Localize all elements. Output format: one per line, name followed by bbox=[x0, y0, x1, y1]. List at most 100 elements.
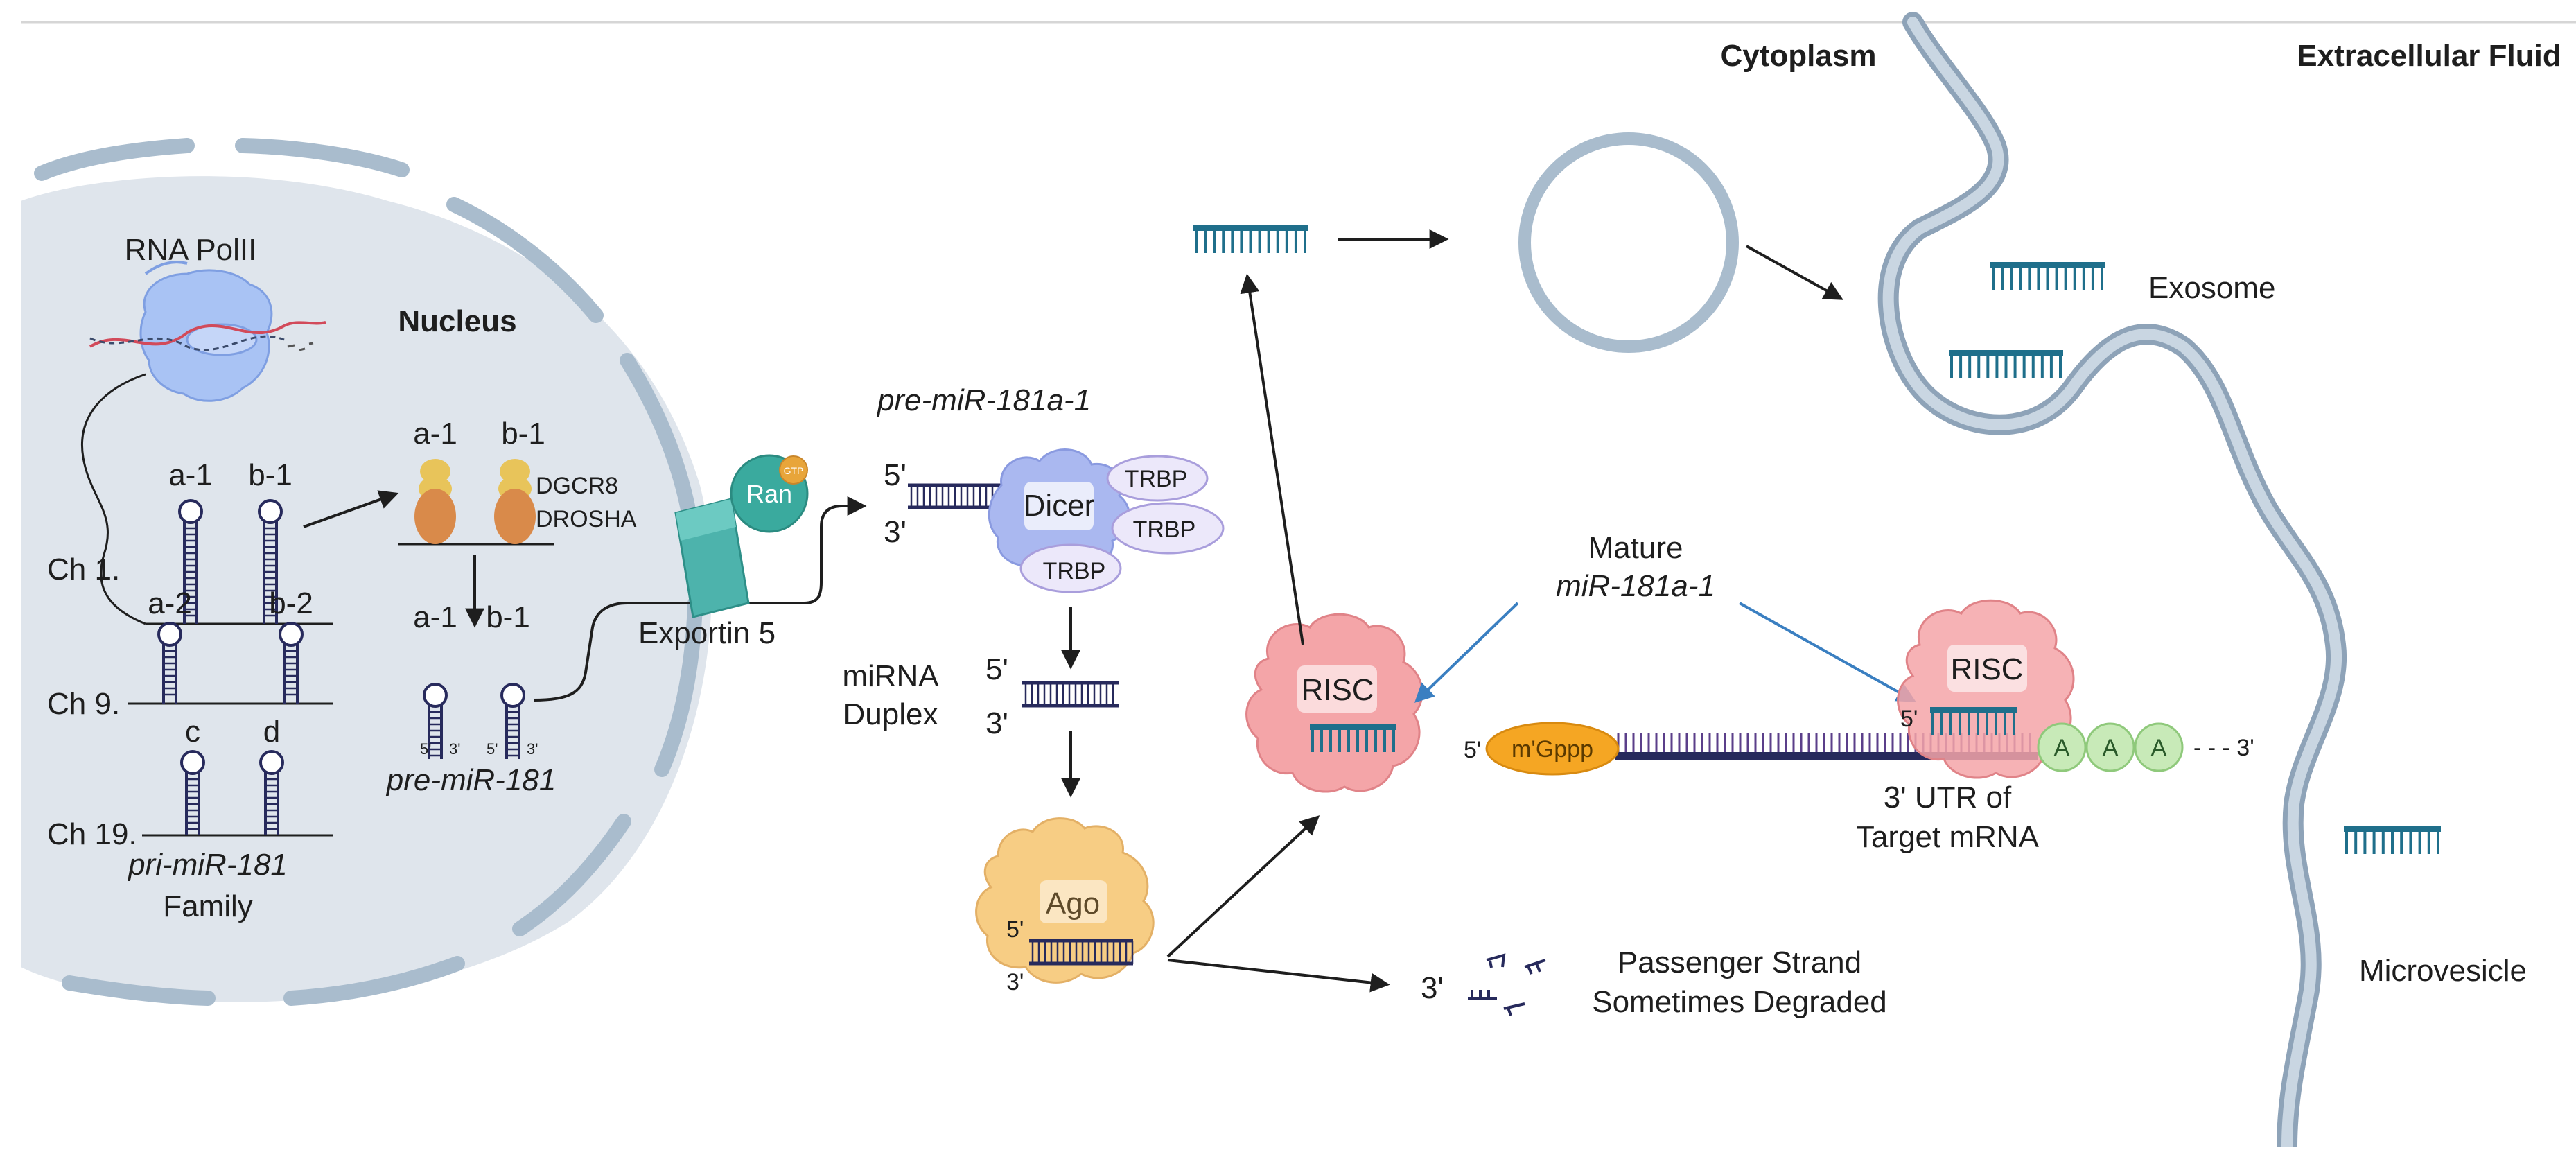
polya-a1: A bbox=[2054, 735, 2070, 761]
arrow-ago-to-passenger bbox=[1167, 959, 1390, 993]
pre-three-prime: 3' bbox=[884, 515, 906, 549]
processing-b1-label: b-1 bbox=[501, 417, 545, 451]
duplex-five-prime: 5' bbox=[985, 652, 1008, 686]
rna-polii-label: RNA PolII bbox=[125, 233, 257, 267]
arrow-transcription-to-processing bbox=[303, 490, 399, 528]
exosome-label: Exosome bbox=[2148, 271, 2275, 305]
risc-left-comb bbox=[1310, 724, 1396, 752]
passenger-line1: Passenger Strand bbox=[1618, 946, 1861, 979]
arrow-vesicle-to-exosome bbox=[1746, 245, 1843, 300]
mrna-five-prime: 5' bbox=[1464, 737, 1481, 763]
hairpin-a2 bbox=[157, 622, 182, 704]
arrow-ago-to-risc bbox=[1166, 815, 1320, 958]
arrow-nuclear-export bbox=[533, 496, 867, 702]
dicer-complex bbox=[988, 448, 1225, 593]
ago-three-prime: 3' bbox=[1006, 969, 1024, 995]
ch19-label: Ch 19. bbox=[47, 817, 137, 851]
pre-hairpin-b1 bbox=[500, 683, 525, 759]
pre-a1-label: a-1 bbox=[413, 600, 457, 634]
polya-a2: A bbox=[2103, 735, 2119, 761]
cap-shape bbox=[1485, 722, 1620, 776]
mirna-exosome-1 bbox=[1990, 262, 2105, 290]
pre-mir-181a-1-label: pre-miR-181a-1 bbox=[876, 383, 1091, 417]
trbp-label-3: TRBP bbox=[1043, 558, 1106, 584]
gtp-label: GTP bbox=[784, 465, 804, 476]
nucleus-body bbox=[21, 176, 712, 1002]
mature-label-line1: Mature bbox=[1588, 531, 1683, 565]
mirna-microvesicle bbox=[2344, 826, 2441, 854]
risc-left-guide-strand bbox=[1310, 724, 1396, 752]
ch1-label: Ch 1. bbox=[47, 552, 120, 586]
rna-polymerase-ii bbox=[81, 261, 326, 625]
cytoplasm-label: Cytoplasm bbox=[1721, 39, 1877, 73]
mature-label-line2: miR-181a-1 bbox=[1556, 569, 1715, 603]
ran-label: Ran bbox=[746, 480, 792, 508]
ago-label: Ago bbox=[1046, 887, 1100, 921]
risc-right-guide-strand bbox=[1930, 707, 2017, 735]
trbp-label-2: TRBP bbox=[1133, 516, 1196, 543]
microvesicle-label: Microvesicle bbox=[2359, 954, 2527, 988]
exportin-5 bbox=[674, 498, 750, 618]
dicer-label: Dicer bbox=[1024, 489, 1095, 523]
hairpin-c bbox=[180, 750, 205, 835]
ago-five-prime: 5' bbox=[1006, 916, 1024, 943]
mirna-duplex bbox=[1022, 681, 1119, 708]
pri-mirna-hairpins bbox=[157, 499, 304, 835]
hairpin-a1 bbox=[178, 499, 203, 624]
pre-b1-label: b-1 bbox=[486, 600, 530, 634]
hairpin-b2 bbox=[279, 622, 304, 704]
plasma-membrane-inner bbox=[1882, 17, 2342, 1150]
risc-right-label: RISC bbox=[1950, 652, 2023, 686]
mirna-cytoplasm bbox=[1193, 225, 1308, 253]
drosha-label: DROSHA bbox=[536, 506, 637, 532]
hairpin-b2-label: b-2 bbox=[269, 586, 313, 620]
cap-label: m'Gppp bbox=[1512, 736, 1593, 763]
nucleus bbox=[21, 138, 712, 1006]
pre-five-prime: 5' bbox=[884, 458, 906, 492]
plasma-membrane bbox=[1877, 12, 2347, 1150]
mrna-tail: - - - 3' bbox=[2193, 735, 2254, 761]
ago-bound-duplex bbox=[1029, 939, 1134, 966]
hairpin-c-label: c bbox=[185, 715, 200, 749]
pre-family-label: pre-miR-181 bbox=[385, 763, 557, 797]
risc-left bbox=[1245, 613, 1423, 793]
risc-left-label: RISC bbox=[1301, 673, 1374, 707]
pri-family-word: Family bbox=[163, 889, 253, 923]
risc-right-five-prime: 5' bbox=[1900, 706, 1918, 732]
duplex-three-prime: 3' bbox=[985, 706, 1008, 740]
ch9-label: Ch 9. bbox=[47, 687, 120, 721]
hairpin-b1 bbox=[258, 499, 283, 624]
poly-a-tail bbox=[2037, 722, 2184, 772]
blue-arrow-to-right-risc bbox=[1739, 602, 1916, 702]
polya-a3: A bbox=[2151, 735, 2167, 761]
trbp-label-1: TRBP bbox=[1125, 466, 1188, 492]
extracellular-label: Extracellular Fluid bbox=[2297, 39, 2561, 73]
nucleus-label: Nucleus bbox=[398, 304, 516, 338]
degraded-fragments bbox=[1468, 953, 1546, 1016]
microprocessor-complex bbox=[398, 459, 554, 546]
hairpin-d bbox=[259, 750, 284, 835]
duplex-label-line1: miRNA bbox=[842, 659, 939, 693]
blue-arrow-to-left-risc bbox=[1414, 602, 1519, 703]
multivesicular-vesicle bbox=[1518, 132, 1739, 353]
dgcr8-label: DGCR8 bbox=[536, 473, 618, 499]
ago-duplex-ladder bbox=[1029, 939, 1134, 966]
hairpin-a1-label: a-1 bbox=[168, 458, 213, 492]
pre-hairpin-a1 bbox=[423, 683, 448, 759]
pre-mirna-hairpins bbox=[423, 683, 525, 759]
utr-line1: 3' UTR of bbox=[1884, 781, 2012, 814]
passenger-line2: Sometimes Degraded bbox=[1592, 985, 1887, 1019]
processing-a1-label: a-1 bbox=[413, 417, 457, 451]
pre-b1-five-end: 5' bbox=[487, 740, 498, 758]
utr-line2: Target mRNA bbox=[1856, 820, 2040, 854]
pre-a1-five-end: 5' bbox=[420, 740, 431, 758]
exportin-label: Exportin 5 bbox=[638, 616, 776, 650]
pre-a1-three-end: 3' bbox=[449, 740, 460, 758]
arrow-risc-to-export bbox=[1240, 273, 1304, 645]
hairpin-b1-label: b-1 bbox=[248, 458, 292, 492]
ran-gtp bbox=[730, 454, 809, 533]
nuclear-envelope bbox=[34, 138, 703, 1006]
pri-family-name: pri-miR-181 bbox=[127, 848, 288, 882]
hairpin-a2-label: a-2 bbox=[148, 586, 192, 620]
